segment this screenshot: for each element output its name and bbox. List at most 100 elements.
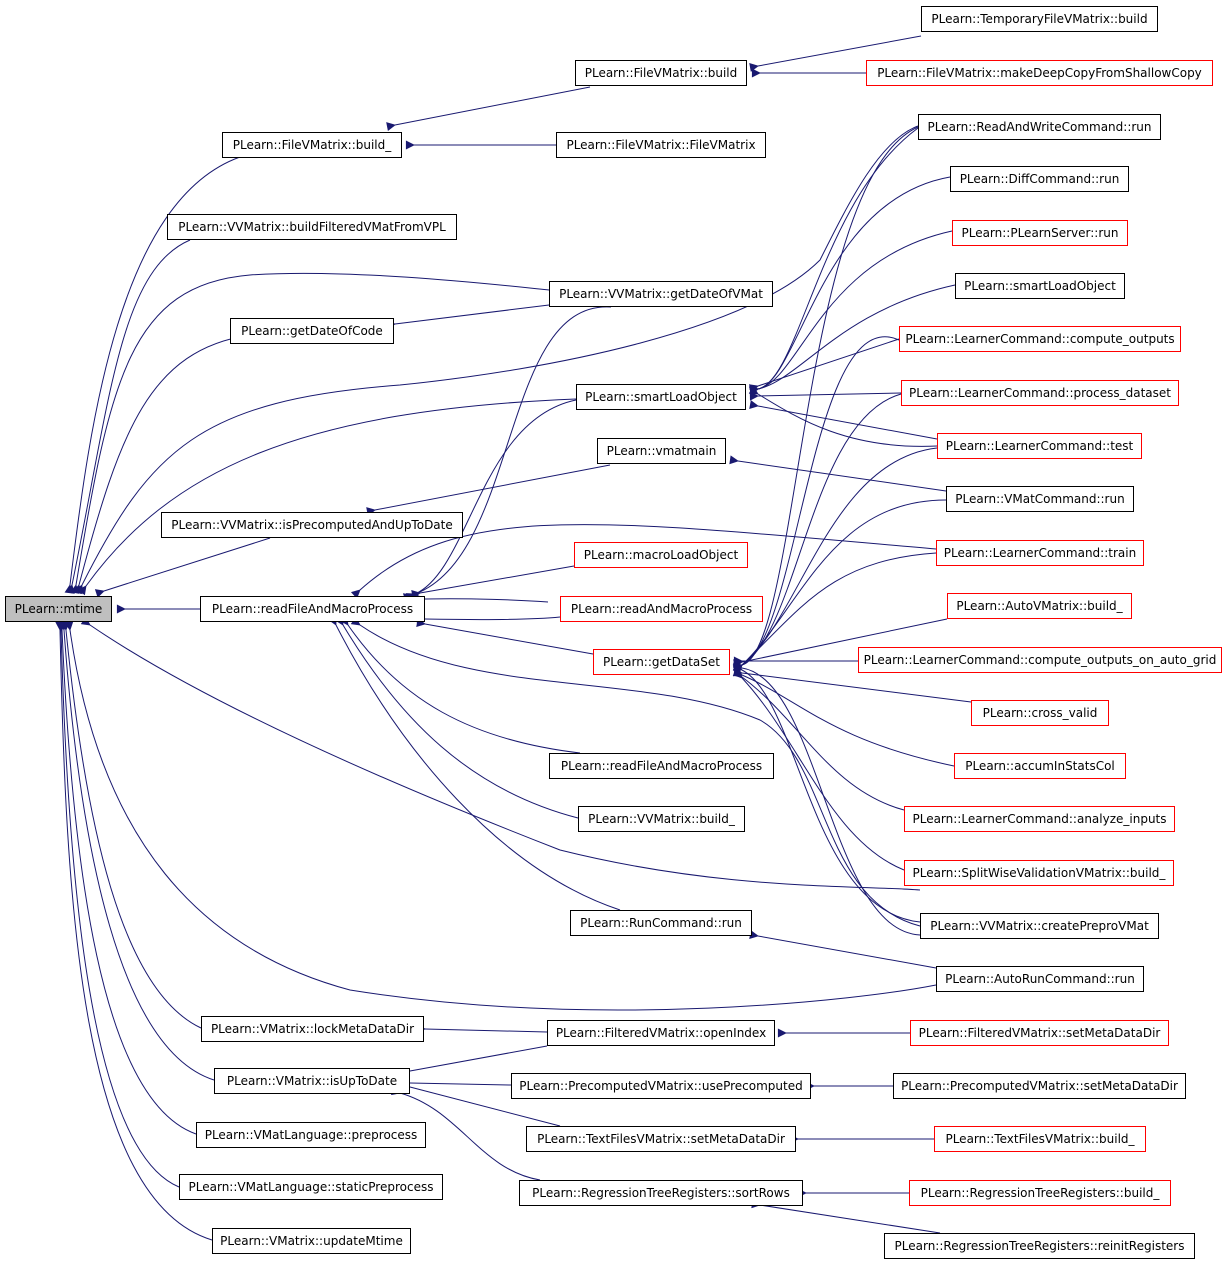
node-learnercommand-compute-outputs[interactable]: PLearn::LearnerCommand::compute_outputs — [899, 326, 1181, 352]
node-filevmatrix-constructor[interactable]: PLearn::FileVMatrix::FileVMatrix — [556, 132, 766, 158]
node-vvmatrix-build-underscore[interactable]: PLearn::VVMatrix::build_ — [578, 806, 745, 832]
node-readfileandmacroprocess[interactable]: PLearn::readFileAndMacroProcess — [200, 596, 425, 622]
node-cross-valid[interactable]: PLearn::cross_valid — [971, 700, 1109, 726]
call-edge — [733, 662, 921, 936]
node-filteredvmatrix-setmetadatadir[interactable]: PLearn::FilteredVMatrix::setMetaDataDir — [910, 1020, 1169, 1046]
node-vvmatrix-buildfilteredvmatfromvpl[interactable]: PLearn::VVMatrix::buildFilteredVMatFromV… — [167, 214, 457, 240]
call-edge — [416, 594, 549, 604]
node-runcommand-run[interactable]: PLearn::RunCommand::run — [570, 910, 752, 936]
node-precomputedvmatrix-setmetadatadir[interactable]: PLearn::PrecomputedVMatrix::setMetaDataD… — [893, 1073, 1186, 1099]
node-smartloadobject-right[interactable]: PLearn::smartLoadObject — [955, 273, 1125, 299]
node-learnercommand-test[interactable]: PLearn::LearnerCommand::test — [937, 433, 1142, 459]
node-textfilesvmatrix-build-underscore[interactable]: PLearn::TextFilesVMatrix::build_ — [934, 1126, 1146, 1152]
call-edge — [749, 35, 922, 72]
call-edge — [732, 336, 900, 673]
node-smartloadobject-mid[interactable]: PLearn::smartLoadObject — [576, 384, 746, 410]
call-edge — [729, 455, 947, 492]
node-vmatrix-updatemtime[interactable]: PLearn::VMatrix::updateMtime — [212, 1228, 411, 1254]
call-edge — [732, 667, 955, 767]
call-edge — [390, 1086, 541, 1181]
call-edge — [732, 447, 938, 674]
call-edge — [732, 393, 902, 674]
call-edge — [402, 306, 612, 602]
call-edge — [416, 614, 561, 624]
call-edge — [65, 239, 191, 594]
call-edge — [72, 334, 251, 594]
node-splitwisevalidationvmatrix-build-underscore[interactable]: PLearn::SplitWiseValidationVMatrix::buil… — [904, 860, 1174, 886]
node-diffcommand-run[interactable]: PLearn::DiffCommand::run — [950, 166, 1129, 192]
node-vmatcommand-run[interactable]: PLearn::VMatCommand::run — [946, 486, 1134, 512]
call-edge — [733, 552, 937, 674]
call-edge — [749, 391, 902, 401]
call-edge — [749, 230, 953, 396]
call-edge — [733, 499, 947, 674]
call-edge — [56, 621, 180, 1188]
call-edge — [405, 399, 577, 602]
node-learnercommand-analyze-inputs[interactable]: PLearn::LearnerCommand::analyze_inputs — [904, 806, 1175, 832]
call-edge — [733, 669, 905, 871]
node-macroloadobject[interactable]: PLearn::macroLoadObject — [574, 542, 748, 568]
call-edge — [64, 621, 937, 1011]
call-edge — [60, 621, 202, 1029]
node-getdateofcode[interactable]: PLearn::getDateOfCode — [230, 318, 394, 344]
node-vvmatrix-getdateofvmat[interactable]: PLearn::VVMatrix::getDateOfVMat — [549, 281, 773, 307]
call-edge — [749, 400, 938, 440]
node-mtime: PLearn::mtime — [5, 596, 112, 622]
call-edge — [401, 1080, 561, 1127]
node-autovmatrix-build-underscore[interactable]: PLearn::AutoVMatrix::build_ — [947, 593, 1132, 619]
call-edge — [733, 126, 919, 672]
node-learnercommand-process-dataset[interactable]: PLearn::LearnerCommand::process_dataset — [901, 380, 1179, 406]
node-vvmatrix-isprecomputedanduptodate[interactable]: PLearn::VVMatrix::isPrecomputedAndUpToDa… — [161, 512, 463, 538]
call-edge — [748, 385, 938, 447]
call-edge — [401, 1078, 512, 1088]
call-edge — [751, 1199, 941, 1234]
node-filteredvmatrix-openindex[interactable]: PLearn::FilteredVMatrix::openIndex — [547, 1020, 775, 1046]
call-edge — [733, 667, 972, 703]
node-temporaryfilevmatrix-build[interactable]: PLearn::TemporaryFileVMatrix::build — [921, 6, 1158, 32]
node-readandmacroprocess[interactable]: PLearn::readAndMacroProcess — [560, 596, 763, 622]
node-learnercommand-train[interactable]: PLearn::LearnerCommand::train — [936, 540, 1144, 566]
call-edge — [732, 662, 921, 923]
node-plearnserver-run[interactable]: PLearn::PLearnServer::run — [952, 220, 1128, 246]
node-accuminstatscol[interactable]: PLearn::accumInStatsCol — [954, 753, 1126, 779]
call-edge — [350, 616, 921, 927]
node-readandwritecommand-run[interactable]: PLearn::ReadAndWriteCommand::run — [918, 114, 1161, 140]
node-vmatrix-lockmetadatadir[interactable]: PLearn::VMatrix::lockMetaDataDir — [201, 1016, 424, 1042]
call-edge — [70, 272, 550, 594]
node-vmatlanguage-preprocess[interactable]: PLearn::VMatLanguage::preprocess — [196, 1122, 426, 1148]
node-learnercommand-compute-outputs-on-auto-grid[interactable]: PLearn::LearnerCommand::compute_outputs_… — [858, 647, 1222, 673]
node-regressiontreeregisters-reinitregisters[interactable]: PLearn::RegressionTreeRegisters::reinitR… — [884, 1233, 1195, 1259]
call-edge — [57, 621, 197, 1135]
node-getdataset[interactable]: PLearn::getDataSet — [593, 649, 730, 675]
call-edge — [748, 338, 900, 393]
call-edge — [58, 621, 215, 1081]
node-filevmatrix-makedeepcopy[interactable]: PLearn::FileVMatrix::makeDeepCopyFromSha… — [866, 60, 1213, 86]
node-vmatlanguage-staticpreprocess[interactable]: PLearn::VMatLanguage::staticPreprocess — [179, 1174, 443, 1200]
call-edge — [411, 565, 575, 599]
node-textfilesvmatrix-setmetadatadir[interactable]: PLearn::TextFilesVMatrix::setMetaDataDir — [526, 1126, 796, 1152]
call-edge — [350, 524, 937, 599]
call-edge — [94, 537, 271, 598]
node-regressiontreeregisters-sortrows[interactable]: PLearn::RegressionTreeRegisters::sortRow… — [519, 1180, 803, 1206]
node-vmatrix-isuptodate[interactable]: PLearn::VMatrix::isUpToDate — [214, 1068, 410, 1094]
node-filevmatrix-build-underscore[interactable]: PLearn::FileVMatrix::build_ — [222, 132, 402, 158]
call-edge — [55, 621, 213, 1241]
node-vmatmain[interactable]: PLearn::vmatmain — [597, 438, 726, 464]
call-edge — [386, 86, 591, 131]
node-filevmatrix-build[interactable]: PLearn::FileVMatrix::build — [575, 60, 747, 86]
call-edge — [77, 398, 577, 596]
call-edge — [749, 127, 919, 396]
node-readfileandmacroprocess-2[interactable]: PLearn::readFileAndMacroProcess — [549, 753, 774, 779]
node-vvmatrix-createpreprovmat[interactable]: PLearn::VVMatrix::createPreproVMat — [920, 913, 1159, 939]
node-regressiontreeregisters-build-underscore[interactable]: PLearn::RegressionTreeRegisters::build_ — [909, 1180, 1171, 1206]
call-edge — [386, 304, 550, 330]
call-edge — [334, 615, 579, 819]
call-edge — [732, 668, 905, 811]
call-edge — [401, 1045, 548, 1077]
call-edge — [74, 125, 919, 595]
call-edge — [749, 284, 956, 396]
node-precomputedvmatrix-useprecomputed[interactable]: PLearn::PrecomputedVMatrix::usePrecomput… — [511, 1073, 811, 1099]
call-edge — [733, 618, 948, 669]
node-autoruncommand-run[interactable]: PLearn::AutoRunCommand::run — [936, 966, 1144, 992]
call-edge — [64, 156, 241, 594]
